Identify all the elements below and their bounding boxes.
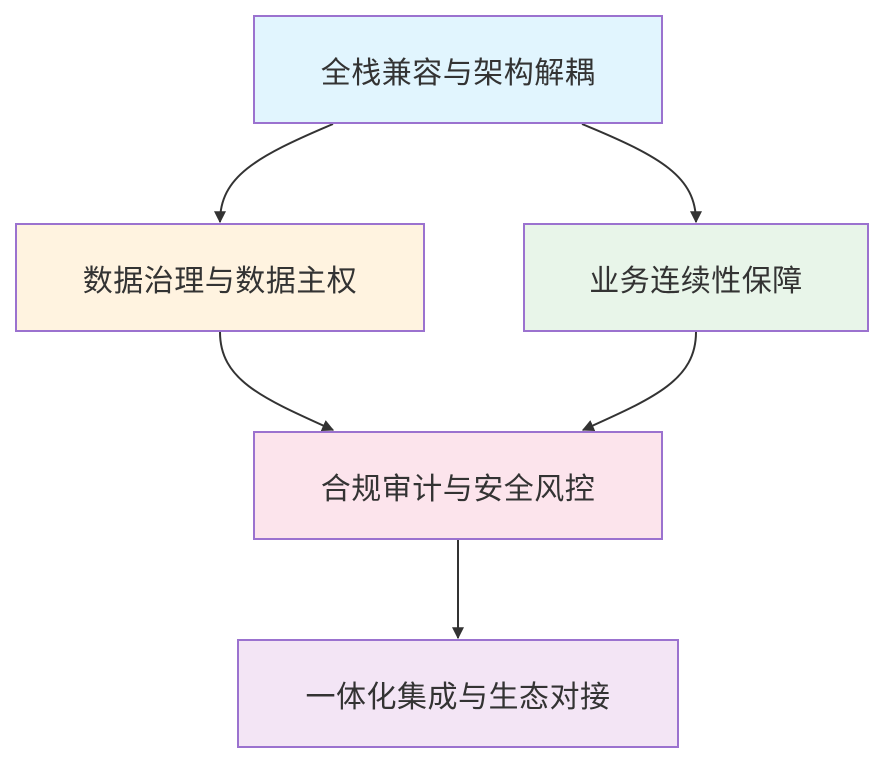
edge-n3-to-n4: [581, 331, 697, 432]
node-label: 一体化集成与生态对接: [305, 679, 611, 715]
node-label: 合规审计与安全风控: [320, 471, 596, 507]
edge-n1-to-n2: [214, 123, 334, 224]
node-business-continuity: 业务连续性保障: [523, 223, 869, 332]
edge-n2-to-n4: [219, 331, 335, 432]
edge-n1-to-n3: [581, 123, 702, 224]
node-compliance-audit: 合规审计与安全风控: [253, 431, 663, 540]
node-integration-ecosystem: 一体化集成与生态对接: [237, 639, 679, 748]
node-label: 业务连续性保障: [589, 263, 803, 299]
node-data-governance: 数据治理与数据主权: [15, 223, 425, 332]
node-label: 全栈兼容与架构解耦: [320, 55, 596, 91]
node-full-stack-compatibility: 全栈兼容与架构解耦: [253, 15, 663, 124]
node-label: 数据治理与数据主权: [82, 263, 358, 299]
